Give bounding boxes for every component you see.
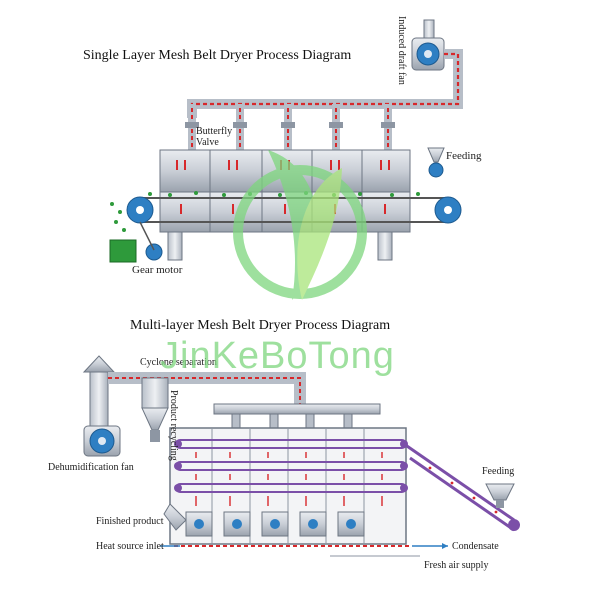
exhaust-duct (185, 49, 463, 150)
watermark-logo-icon (233, 150, 367, 300)
heat-and-condensate-lines (160, 543, 448, 557)
induced-draft-fan (411, 19, 445, 71)
feeding-label-bottom: Feeding (482, 466, 515, 477)
collecting-bin (109, 239, 137, 263)
product-recycling-label: Product recycling (168, 390, 179, 461)
exhaust-manifold (213, 403, 381, 429)
gear-motor (139, 221, 163, 261)
feeding-hopper-top (427, 147, 445, 178)
fresh-air-supply-label: Fresh air supply (424, 560, 489, 571)
watermark-text: JinKeBoTong (160, 335, 395, 377)
feeding-label-top: Feeding (446, 150, 482, 162)
multi-layer-title: Multi-layer Mesh Belt Dryer Process Diag… (130, 318, 391, 333)
drive-roller-left (126, 196, 154, 224)
drive-roller-right (434, 196, 462, 224)
incline-feed-conveyor (403, 442, 520, 532)
dehumidification-fan (82, 355, 121, 457)
cyclone-separator (108, 372, 306, 442)
finished-product-chute (163, 503, 187, 531)
multi-layer-dryer (82, 355, 520, 557)
dehumidification-fan-label: Dehumidification fan (48, 462, 134, 473)
gear-motor-label: Gear motor (132, 264, 183, 276)
single-layer-title: Single Layer Mesh Belt Dryer Process Dia… (83, 48, 352, 63)
butterfly-label-line2: Valve (196, 137, 219, 148)
heater-units (185, 511, 365, 537)
feeding-hopper-bottom (485, 483, 515, 508)
cyclone-separation-label: Cyclone separation (140, 357, 217, 368)
condensate-label: Condensate (452, 541, 499, 552)
induced-draft-fan-label: Induced draft fan (396, 16, 407, 85)
heat-source-inlet-label: Heat source inlet (96, 541, 164, 552)
butterfly-label-line1: Butterfly (196, 126, 233, 137)
finished-product-label: Finished product (96, 516, 164, 527)
